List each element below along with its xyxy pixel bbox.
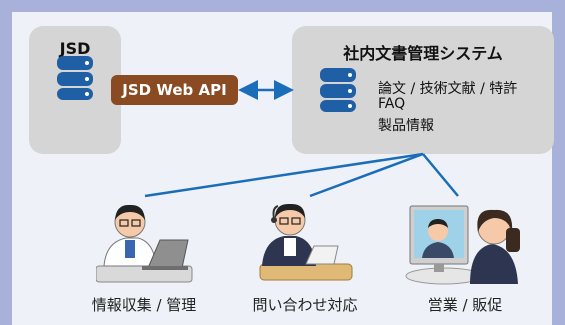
jsd-title: JSD (59, 39, 91, 58)
database-icon (320, 68, 356, 112)
system-title: 社内文書管理システム (343, 44, 503, 63)
connector-line (422, 153, 459, 197)
video-call-sales-icon (405, 205, 520, 285)
user-label: 営業 / 販促 (427, 296, 503, 314)
support-operator-icon (259, 203, 353, 281)
connector-line (309, 152, 424, 198)
system-content-line: 製品情報 (378, 118, 434, 134)
database-icon (57, 56, 93, 100)
system-content-line: FAQ (378, 96, 406, 112)
user-label: 問い合わせ対応 (252, 296, 358, 314)
connector-line (144, 152, 424, 198)
api-label: JSD Web API (111, 75, 238, 105)
researcher-with-laptop-icon (96, 204, 193, 283)
system-content-line: 論文 / 技術文献 / 特許 (378, 81, 518, 97)
user-label: 情報収集 / 管理 (91, 296, 197, 314)
